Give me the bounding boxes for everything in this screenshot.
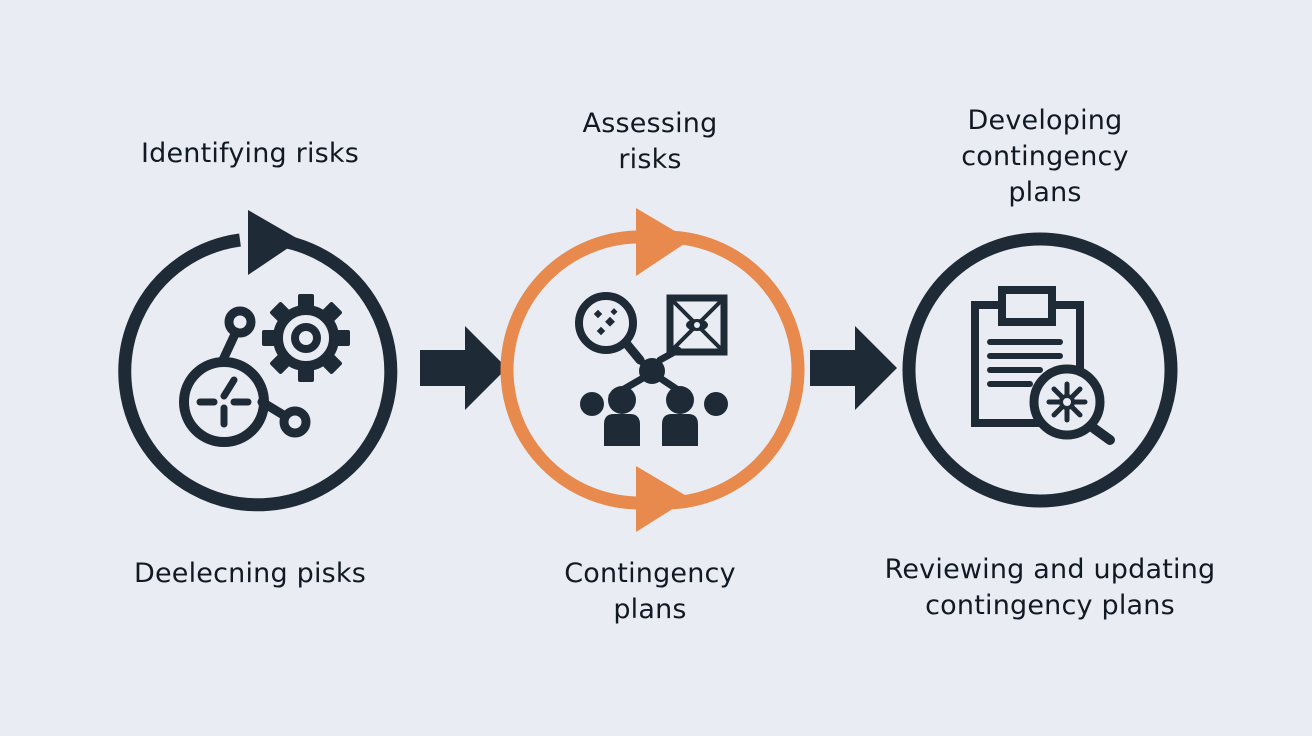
step-label-contingency-plans: Contingency plans [564,558,736,625]
cycle-arrow-2-top [636,208,690,276]
cycle-ring-3 [902,232,1178,508]
cycle-ring-1 [118,232,398,512]
magnifier-icon [575,292,645,365]
cycle-arrow-2-bottom [636,466,690,532]
cycle-ring-2b [664,230,805,510]
step-label-identifying-risks: Identifying risks [140,138,360,169]
step-2 [500,208,805,532]
step-label-developing-plans: Developing contingency plans [961,105,1129,208]
magnifier-icon [1029,364,1115,445]
step-label-bottom-left: Deelecning pisks [133,558,367,589]
image-icon [666,294,728,356]
cycle-ring-2 [500,230,641,510]
gear-icon [262,294,350,382]
clipboard-icon [971,286,1084,427]
team-icon [580,386,728,446]
step-label-reviewing-plans: Reviewing and updating contingency plans [884,554,1216,621]
step-1 [118,210,398,512]
flow-arrow-1 [420,326,507,410]
flow-arrow-2 [810,326,897,410]
step-label-assessing-risks: Assessing risks [582,108,718,175]
cycle-arrow-1 [248,210,300,275]
compass-icon [179,357,269,447]
step-3 [902,232,1178,508]
